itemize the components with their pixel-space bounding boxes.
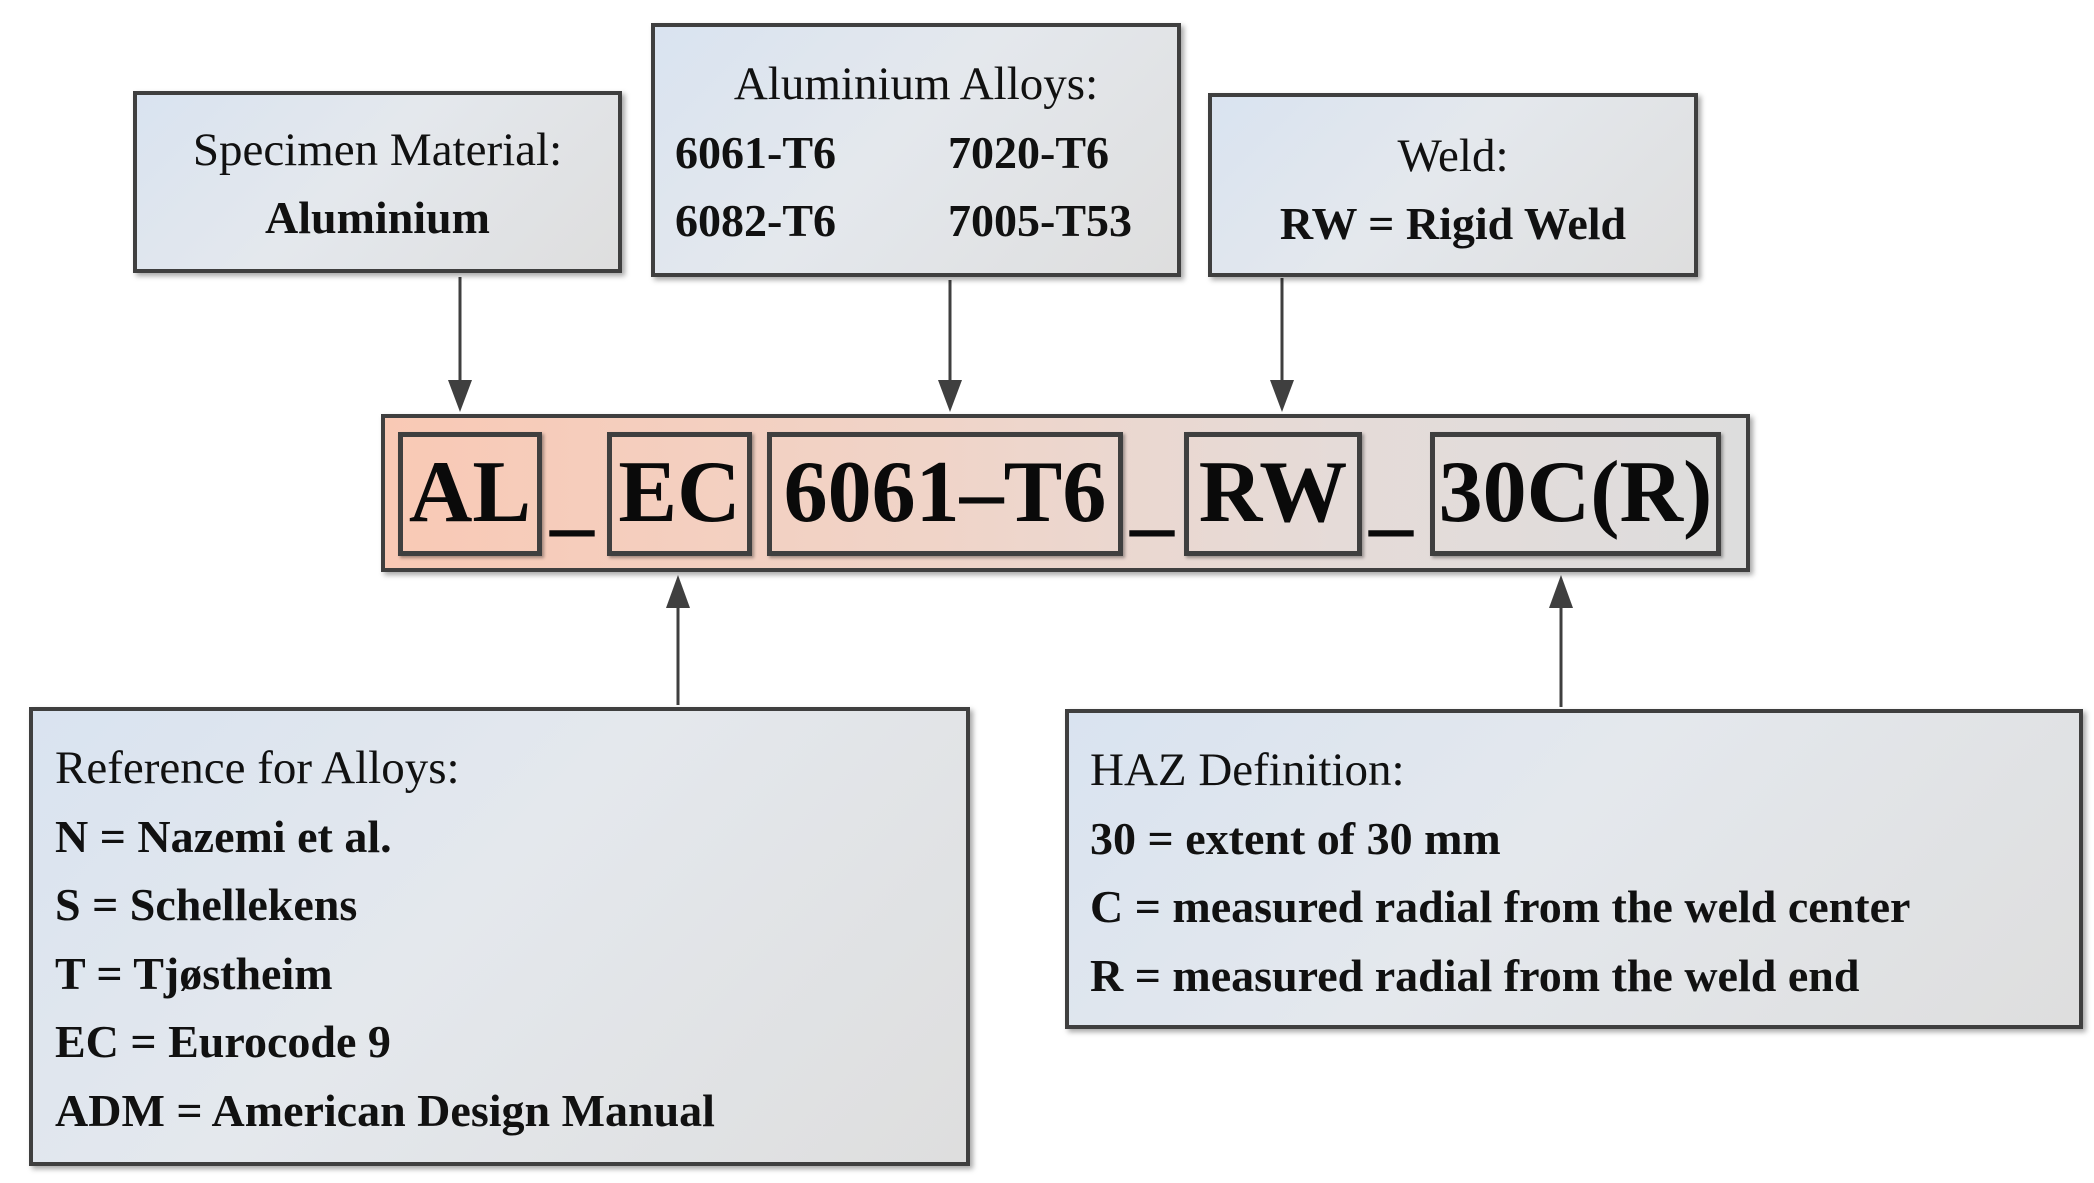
- haz-item: 30 = extent of 30 mm: [1090, 813, 1501, 864]
- haz-item: C = measured radial from the weld center: [1090, 881, 1911, 932]
- alloy-6082-t6: 6082-T6: [675, 195, 836, 246]
- weld-box: Weld: RW = Rigid Weld: [1208, 93, 1698, 277]
- alloy-6061-t6: 6061-T6: [675, 127, 836, 178]
- haz-title: HAZ Definition:: [1090, 744, 1405, 796]
- code-segment-reference: EC: [607, 432, 752, 556]
- weld-title: Weld:: [1397, 130, 1509, 182]
- code-segment-haz: 30C(R): [1430, 432, 1721, 556]
- specimen-material-box: Specimen Material: Aluminium: [133, 91, 622, 273]
- code-separator: _: [550, 447, 594, 544]
- aluminium-alloys-box: Aluminium Alloys: 6061-T6 7020-T6 6082-T…: [651, 23, 1181, 277]
- haz-item: R = measured radial from the weld end: [1090, 950, 1860, 1001]
- specimen-material-value: Aluminium: [265, 192, 490, 243]
- reference-item: ADM = American Design Manual: [55, 1085, 715, 1136]
- code-separator: _: [1130, 447, 1174, 544]
- code-segment-material: AL: [398, 432, 542, 556]
- reference-title: Reference for Alloys:: [55, 742, 460, 794]
- code-separator: _: [1369, 447, 1413, 544]
- alloy-7005-t53: 7005-T53: [948, 195, 1132, 246]
- code-segment-alloy: 6061–T6: [767, 432, 1123, 556]
- specimen-code-bar: AL _ EC 6061–T6 _ RW _ 30C(R): [381, 414, 1750, 572]
- reference-for-alloys-box: Reference for Alloys: N = Nazemi et al. …: [29, 707, 970, 1166]
- code-segment-weld: RW: [1184, 432, 1362, 556]
- reference-item: T = Tjøstheim: [55, 948, 333, 999]
- weld-value: RW = Rigid Weld: [1279, 198, 1627, 249]
- reference-item: S = Schellekens: [55, 879, 358, 930]
- alloy-7020-t6: 7020-T6: [948, 127, 1109, 178]
- haz-definition-box: HAZ Definition: 30 = extent of 30 mm C =…: [1065, 709, 2083, 1029]
- reference-item: EC = Eurocode 9: [55, 1016, 391, 1067]
- aluminium-alloys-title: Aluminium Alloys:: [733, 58, 1099, 110]
- reference-item: N = Nazemi et al.: [55, 811, 392, 862]
- specimen-material-title: Specimen Material:: [192, 124, 563, 176]
